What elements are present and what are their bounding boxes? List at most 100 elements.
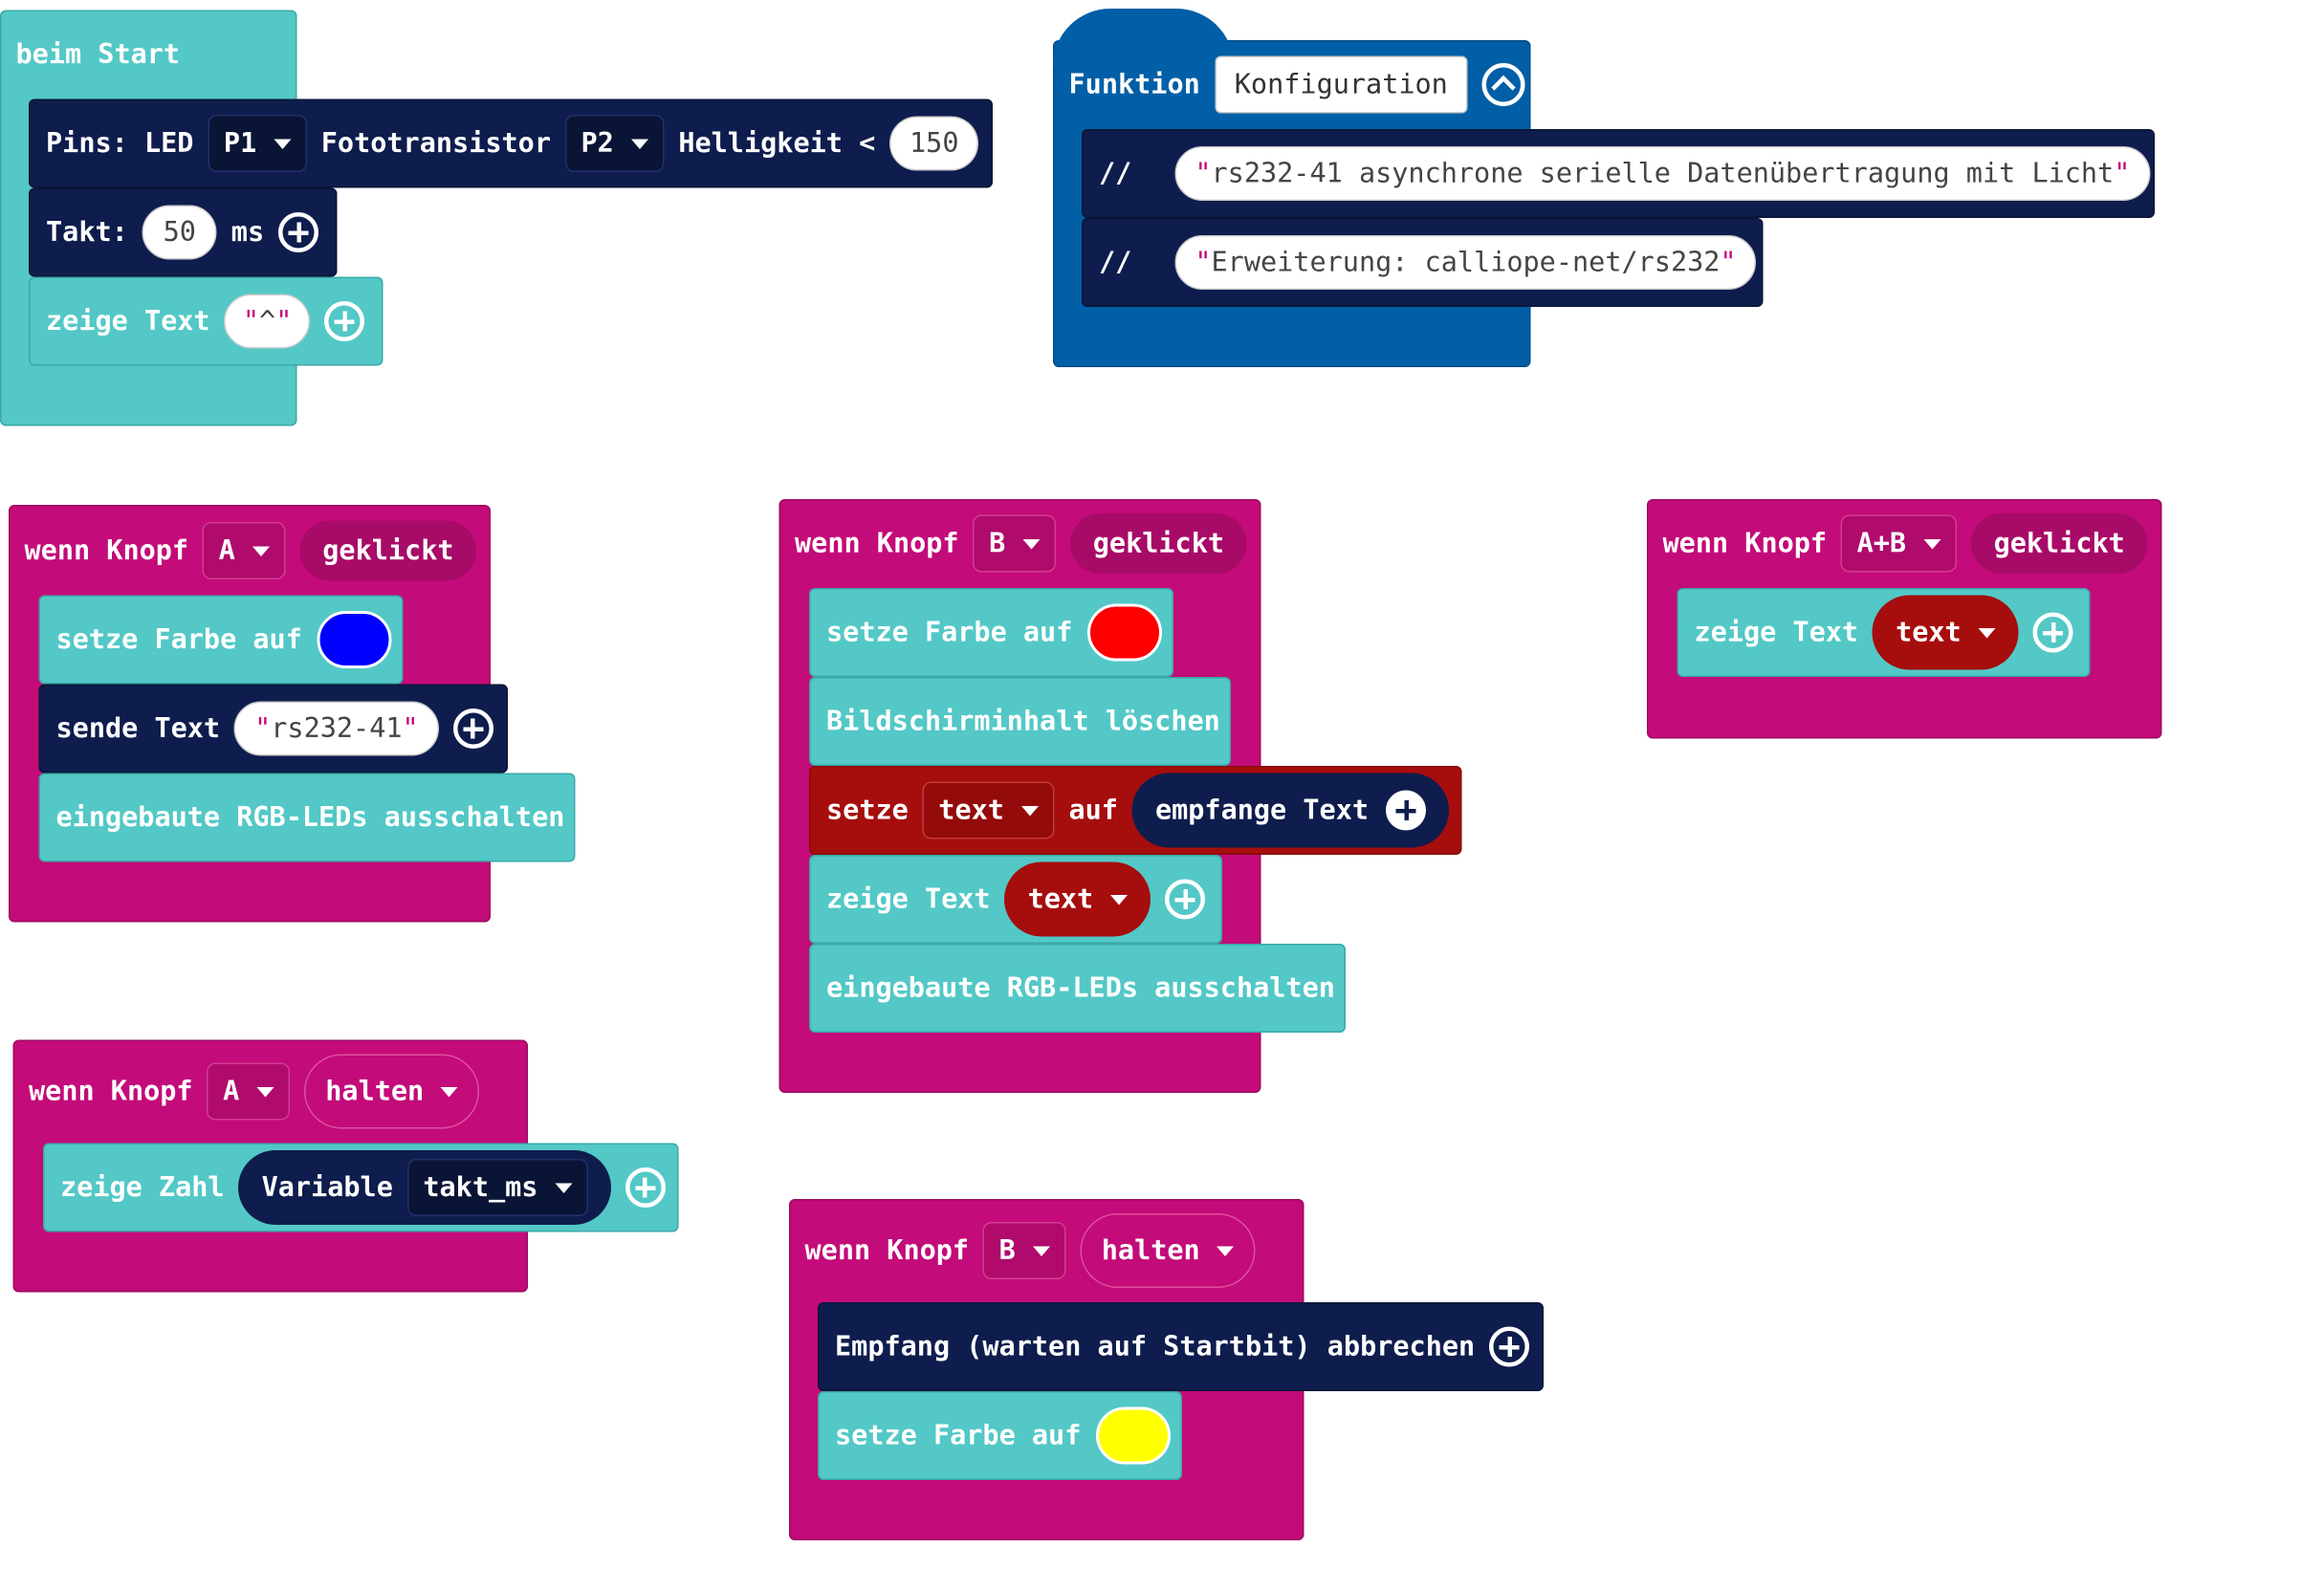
chevron-down-icon (630, 138, 648, 149)
function-label: Funktion (1068, 69, 1200, 100)
variable-dropdown[interactable]: takt_ms (406, 1159, 588, 1216)
chevron-down-icon (252, 545, 270, 556)
show-text-label: zeige Text (46, 305, 210, 338)
button-a-click-header: wenn Knopf A geklickt (9, 505, 477, 597)
leds-off-label: eingebaute RGB-LEDs ausschalten (826, 972, 1335, 1004)
leds-off-block[interactable]: eingebaute RGB-LEDs ausschalten (38, 773, 576, 862)
function-name-input[interactable]: Konfiguration (1214, 55, 1468, 114)
plus-icon[interactable] (1489, 1326, 1530, 1367)
led-pin-dropdown[interactable]: P1 (208, 115, 307, 172)
button-value: B (989, 528, 1006, 559)
variable-dropdown[interactable]: text (922, 781, 1055, 839)
button-a-hold-header: wenn Knopf A halten (13, 1040, 480, 1144)
receive-text-block[interactable]: empfange Text (1131, 773, 1450, 848)
photo-pin-dropdown[interactable]: P2 (565, 115, 665, 172)
comment-input-1[interactable]: "rs232-41 asynchrone serielle Datenübert… (1174, 146, 2151, 201)
chevron-down-icon (256, 1086, 274, 1097)
set-label: setze (826, 795, 909, 826)
abort-receive-label: Empfang (warten auf Startbit) abbrechen (835, 1331, 1476, 1362)
clock-block[interactable]: Takt: 50 ms (29, 187, 338, 277)
variable-reporter[interactable]: Variable takt_ms (238, 1150, 611, 1225)
event-dropdown[interactable]: halten (1080, 1213, 1257, 1288)
abort-receive-block[interactable]: Empfang (warten auf Startbit) abbrechen (818, 1302, 1544, 1391)
leds-off-block[interactable]: eingebaute RGB-LEDs ausschalten (809, 944, 1346, 1033)
variable-reporter[interactable]: text (1004, 861, 1151, 937)
chevron-down-icon (1020, 805, 1039, 816)
pins-led-label: Pins: LED (46, 127, 194, 160)
when-button-label: wenn Knopf (29, 1076, 193, 1107)
pins-block[interactable]: Pins: LED P1 Fototransistor P2 Helligkei… (29, 98, 993, 188)
comment-text-2: Erweiterung: calliope-net/rs232 (1211, 247, 1721, 278)
button-dropdown[interactable]: B (973, 514, 1056, 573)
plus-icon[interactable] (1386, 790, 1427, 831)
color-picker-blue[interactable] (316, 611, 391, 668)
set-color-block[interactable]: setze Farbe auf (818, 1391, 1182, 1480)
clock-label: Takt: (46, 216, 128, 249)
variable-label: Variable (261, 1171, 393, 1204)
show-text-block[interactable]: zeige Text text (809, 855, 1222, 944)
plus-icon[interactable] (1165, 879, 1206, 920)
event-value: geklickt (1092, 528, 1225, 559)
plus-icon[interactable] (324, 301, 365, 341)
show-text-label: zeige Text (826, 883, 991, 915)
chevron-down-icon (274, 138, 292, 149)
send-text-value: rs232-41 (271, 712, 403, 745)
event-dropdown[interactable]: halten (303, 1054, 480, 1129)
brightness-input[interactable]: 150 (889, 116, 979, 171)
button-value: A (223, 1076, 240, 1107)
set-color-label: setze Farbe auf (55, 623, 302, 656)
show-text-block[interactable]: zeige Text "^" (29, 276, 384, 366)
plus-icon[interactable] (2032, 612, 2073, 653)
set-color-block[interactable]: setze Farbe auf (809, 588, 1173, 677)
chevron-down-icon (1217, 1245, 1235, 1256)
show-text-block[interactable]: zeige Text text (1677, 588, 2091, 677)
function-cap (1053, 9, 1234, 66)
button-dropdown[interactable]: A+B (1841, 514, 1957, 573)
set-color-block[interactable]: setze Farbe auf (38, 595, 404, 685)
plus-icon[interactable] (278, 212, 319, 252)
show-number-block[interactable]: zeige Zahl Variable takt_ms (43, 1143, 679, 1232)
leds-off-label: eingebaute RGB-LEDs ausschalten (55, 801, 565, 834)
variable-value: text (938, 795, 1004, 826)
color-picker-red[interactable] (1086, 603, 1162, 662)
show-text-value: ^ (259, 305, 276, 338)
event-value: geklickt (322, 534, 454, 567)
button-value: A (218, 534, 235, 567)
button-dropdown[interactable]: B (983, 1222, 1066, 1279)
button-dropdown[interactable]: A (203, 522, 286, 579)
send-text-input[interactable]: "rs232-41" (234, 701, 439, 756)
plus-icon[interactable] (625, 1167, 666, 1208)
led-pin-value: P1 (223, 127, 257, 160)
set-color-label: setze Farbe auf (835, 1420, 1082, 1451)
comment-marker: // (1099, 247, 1132, 278)
receive-text-label: empfange Text (1154, 795, 1370, 826)
event-dropdown[interactable]: geklickt (299, 520, 477, 581)
send-text-label: sende Text (55, 712, 221, 745)
set-variable-block[interactable]: setze text auf empfange Text (809, 766, 1462, 855)
color-picker-yellow[interactable] (1095, 1406, 1171, 1465)
brightness-value: 150 (910, 127, 959, 160)
event-dropdown[interactable]: geklickt (1069, 513, 1248, 574)
chevron-down-icon (1978, 627, 1996, 638)
collapse-icon[interactable] (1481, 63, 1525, 106)
phototransistor-label: Fototransistor (320, 127, 551, 160)
show-text-input[interactable]: "^" (224, 294, 311, 349)
chevron-down-icon (555, 1182, 573, 1193)
event-dropdown[interactable]: geklickt (1970, 513, 2148, 574)
clock-unit: ms (230, 216, 265, 249)
workspace: beim Start Pins: LED P1 Fototransistor P… (0, 9, 2162, 1540)
variable-reporter[interactable]: text (1873, 595, 2019, 670)
comment-input-2[interactable]: "Erweiterung: calliope-net/rs232" (1174, 235, 1757, 290)
comment-block-2[interactable]: // "Erweiterung: calliope-net/rs232" (1082, 218, 1764, 307)
chevron-down-icon (1022, 538, 1041, 549)
send-text-block[interactable]: sende Text "rs232-41" (38, 684, 508, 774)
function-header: Funktion Konfiguration (1053, 40, 1525, 129)
on-start-header: beim Start (0, 11, 181, 99)
button-dropdown[interactable]: A (207, 1062, 290, 1121)
clear-screen-block[interactable]: Bildschirminhalt löschen (809, 677, 1231, 766)
variable-value: text (1896, 617, 1962, 648)
clock-input[interactable]: 50 (142, 205, 217, 260)
plus-icon[interactable] (452, 708, 493, 749)
comment-block-1[interactable]: // "rs232-41 asynchrone serielle Datenüb… (1082, 129, 2155, 218)
set-color-label: setze Farbe auf (826, 617, 1073, 648)
